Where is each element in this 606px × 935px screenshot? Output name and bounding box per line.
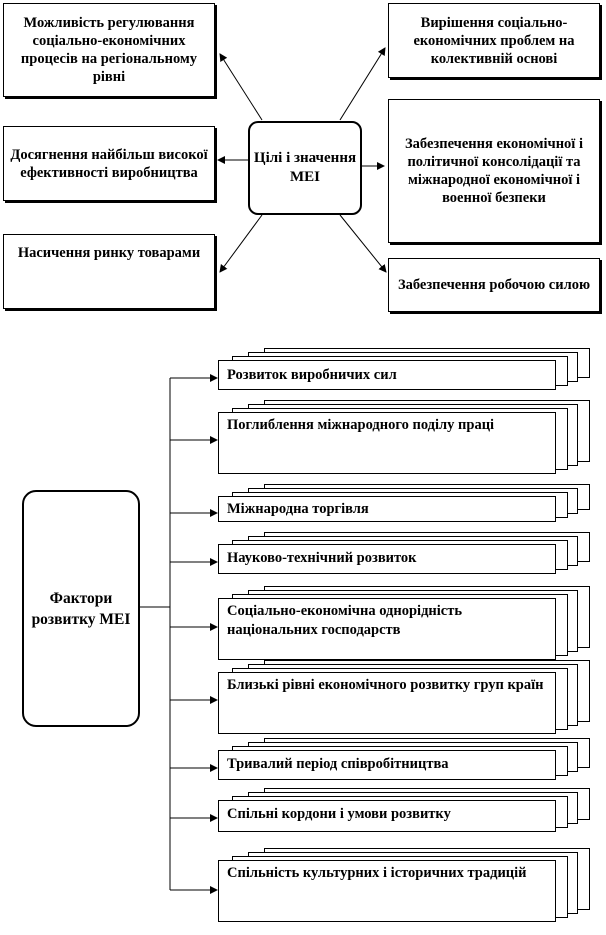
arrow-to-goal-right-1 <box>339 47 386 121</box>
goal-right-1: Вирішення соціально-економічних проблем … <box>388 3 600 78</box>
arrow-to-goal-left-3 <box>219 214 263 273</box>
goal-left-3: Насичення ринку товарами <box>3 234 215 309</box>
factors-center: Фактори розвитку МЕІ <box>22 490 140 727</box>
goal-right-3: Забезпечення робочою силою <box>388 258 600 312</box>
goals-center: Цілі і значення МЕІ <box>248 121 362 215</box>
goal-left-2: Досягнення найбільш високої ефективності… <box>3 126 215 201</box>
goal-left-1: Можливість регулювання соціально-економі… <box>3 3 215 97</box>
arrow-to-goal-left-1 <box>219 53 263 121</box>
arrow-to-goal-right-3 <box>339 214 387 273</box>
goal-right-2: Забезпечення економічної і політичної ко… <box>388 99 600 243</box>
